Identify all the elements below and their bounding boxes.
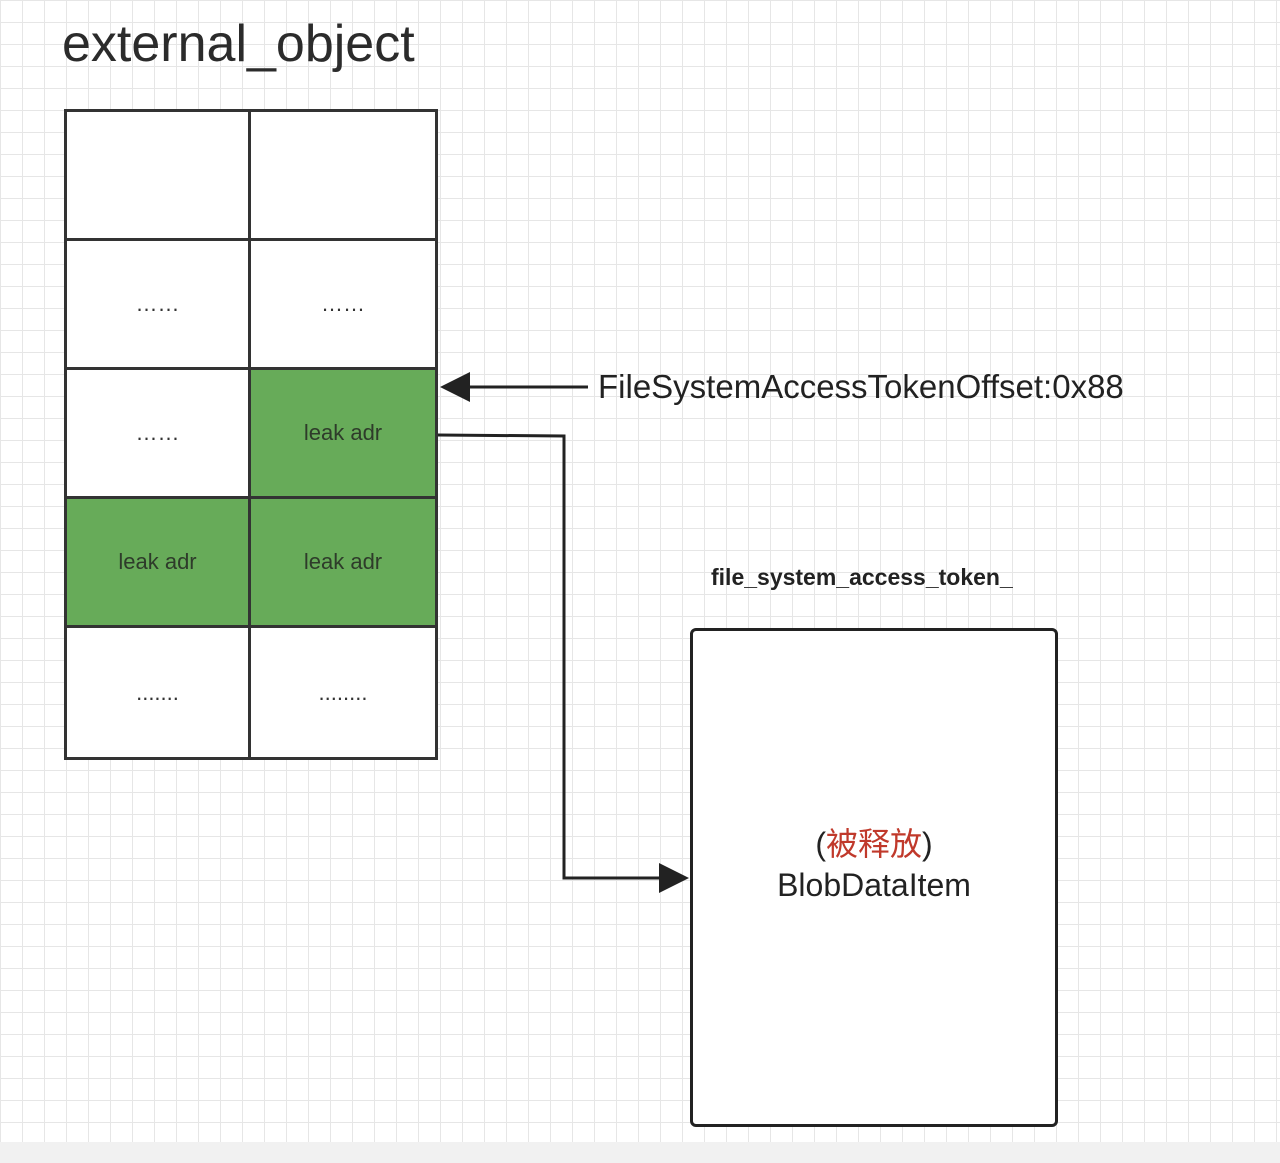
table-cell-r2-c1: leak adr <box>251 370 435 499</box>
pointer-connector <box>437 433 689 893</box>
table-cell-r4-c1: ........ <box>318 679 368 705</box>
table-cell-r2-c0: …… <box>67 370 251 499</box>
table-cell-r3-c0: leak adr <box>67 499 251 628</box>
offset-label: FileSystemAccessTokenOffset:0x88 <box>598 368 1124 405</box>
table-cell-r1-c0: …… <box>67 241 251 370</box>
blob-name: BlobDataItem <box>777 866 971 903</box>
blob-data-item-box: (被释放) BlobDataItem <box>690 628 1058 1127</box>
freed-annotation: (被释放) <box>815 824 932 864</box>
table-cell-r4-c0: ....... <box>67 628 251 757</box>
table-cell-r1-c1: …… <box>251 241 435 370</box>
table-cell-r0-c1 <box>251 112 435 241</box>
canvas-bottom-strip <box>0 1142 1280 1163</box>
table-cell-r3-c1: leak adr <box>251 499 435 628</box>
freed-text: 被释放 <box>825 825 922 862</box>
external-object-table: …… …… …… leak adr leak adr leak adr ....… <box>64 109 438 760</box>
paren-open: ( <box>815 825 826 862</box>
table-cell-r0-c0 <box>67 112 251 241</box>
token-label: file_system_access_token_ <box>711 564 1013 590</box>
paren-close: ) <box>922 825 933 862</box>
diagram-title: external_object <box>62 15 415 73</box>
